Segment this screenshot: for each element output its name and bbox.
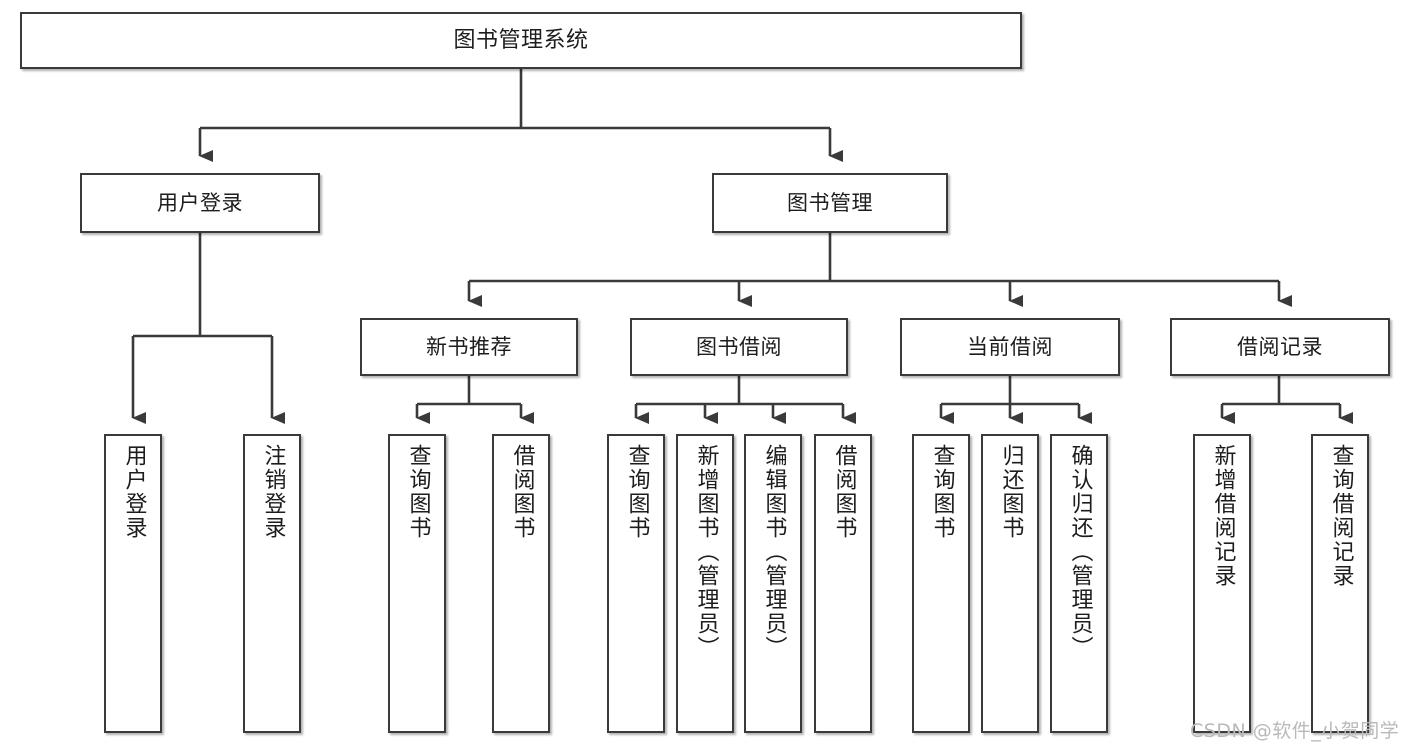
node-label: 查询图书	[405, 444, 431, 540]
node-label: 新书推荐	[426, 334, 512, 359]
node-label: 查询图书	[624, 444, 650, 540]
node-borrow-record[interactable]: 借阅记录	[1170, 318, 1390, 376]
node-label: 借阅图书	[831, 444, 857, 540]
node-leaf-user-login[interactable]: 用户登录	[104, 434, 162, 733]
node-label: 当前借阅	[967, 334, 1053, 359]
watermark-csdn: CSDN @软件_小贺同学	[1190, 720, 1400, 742]
node-label: 用户登录	[121, 444, 147, 540]
node-leaf-query-book-1[interactable]: 查询图书	[388, 434, 446, 733]
node-root-system[interactable]: 图书管理系统	[20, 12, 1022, 69]
node-label: 确认归还（管理员）	[1067, 444, 1093, 660]
node-leaf-borrow-book-1[interactable]: 借阅图书	[492, 434, 550, 733]
node-label: 借阅图书	[509, 444, 535, 540]
node-label: 查询借阅记录	[1328, 444, 1354, 588]
node-leaf-return-book[interactable]: 归还图书	[981, 434, 1039, 733]
node-label: 注销登录	[260, 444, 286, 540]
node-label: 图书管理系统	[453, 27, 589, 53]
node-leaf-user-logout[interactable]: 注销登录	[243, 434, 301, 733]
node-leaf-confirm-return[interactable]: 确认归还（管理员）	[1050, 434, 1108, 733]
node-label: 新增借阅记录	[1210, 444, 1236, 588]
node-current-borrow[interactable]: 当前借阅	[900, 318, 1120, 376]
node-label: 编辑图书（管理员）	[761, 444, 787, 660]
node-user-login[interactable]: 用户登录	[80, 173, 320, 233]
node-leaf-query-record[interactable]: 查询借阅记录	[1311, 434, 1369, 733]
node-label: 借阅记录	[1237, 334, 1323, 359]
node-label: 查询图书	[929, 444, 955, 540]
node-leaf-query-book-2[interactable]: 查询图书	[607, 434, 665, 733]
node-label: 图书借阅	[696, 334, 782, 359]
node-label: 用户登录	[157, 190, 243, 215]
node-book-borrow[interactable]: 图书借阅	[630, 318, 848, 376]
node-leaf-add-book[interactable]: 新增图书（管理员）	[676, 434, 734, 733]
node-leaf-edit-book[interactable]: 编辑图书（管理员）	[744, 434, 802, 733]
node-leaf-add-record[interactable]: 新增借阅记录	[1193, 434, 1251, 733]
node-label: 归还图书	[998, 444, 1024, 540]
node-new-book-recommend[interactable]: 新书推荐	[360, 318, 578, 376]
node-leaf-query-book-3[interactable]: 查询图书	[912, 434, 970, 733]
node-leaf-borrow-book-2[interactable]: 借阅图书	[814, 434, 872, 733]
node-label: 图书管理	[787, 190, 873, 215]
node-label: 新增图书（管理员）	[693, 444, 719, 660]
node-book-manage[interactable]: 图书管理	[712, 173, 948, 233]
